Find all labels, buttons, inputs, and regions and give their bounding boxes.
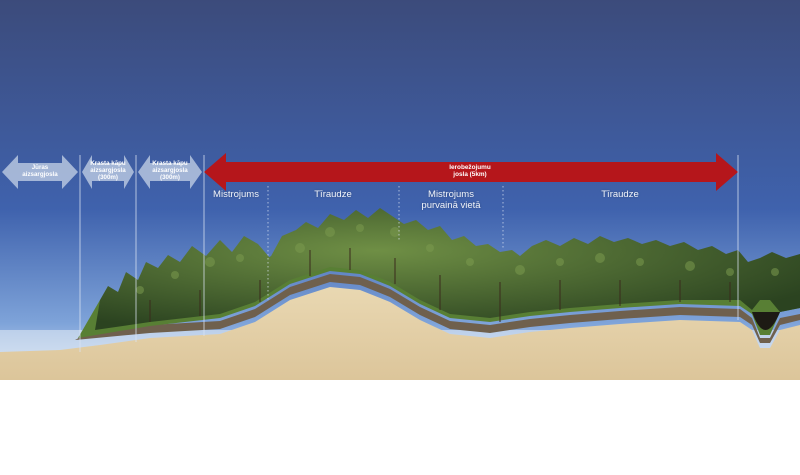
- label-line: josla (5km): [453, 171, 487, 179]
- label-line: Mistrojums: [213, 189, 259, 200]
- label-line: Jūras: [31, 164, 49, 171]
- label-line: Tīraudze: [314, 189, 352, 200]
- arrow-krasta-1: [82, 155, 134, 189]
- sand-dunes: [0, 287, 800, 380]
- zone-tiraudze-2: Tīraudze: [601, 189, 639, 201]
- label-line: (300m): [160, 174, 180, 182]
- zone-mistrojums: Mistrojums: [213, 189, 259, 201]
- label-line: Mistrojums: [428, 189, 474, 200]
- label-line: purvainā vietā: [421, 199, 481, 211]
- label-line: Tīraudze: [601, 189, 639, 200]
- label-line: Krasta kāpu: [90, 160, 126, 167]
- label-line: (300m): [98, 174, 118, 182]
- zone-tiraudze-1: Tīraudze: [314, 189, 352, 201]
- zone-mistrojums-purvaina: Mistrojums purvainā vietā: [421, 189, 481, 212]
- arrow-juras: [2, 155, 78, 189]
- label-krasta-1: Krasta kāpu aizsargjosla (300m): [90, 160, 125, 181]
- label-ierobezojumu-josla: Ierobežojumu josla (5km): [449, 164, 491, 179]
- label-line: aizsargjosla: [22, 171, 58, 179]
- label-line: Ierobežojumu: [449, 164, 491, 171]
- label-line: aizsargjosla: [90, 167, 126, 175]
- label-juras-aizsargjosla: Jūras aizsargjosla: [22, 164, 57, 178]
- forest-canopy: [95, 208, 800, 330]
- label-line: aizsargjosla: [152, 167, 188, 175]
- page-background: [0, 380, 800, 475]
- bog-pit: [752, 312, 780, 330]
- label-line: Krasta kāpu: [152, 160, 188, 167]
- tree-trunks: [149, 248, 731, 322]
- band-separators: [79, 155, 739, 352]
- tree-highlights: [136, 224, 779, 294]
- arrow-ierobezojumu: [204, 153, 738, 191]
- label-krasta-2: Krasta kāpu aizsargjosla (300m): [152, 160, 187, 181]
- arrow-krasta-2: [138, 155, 202, 189]
- zone-separators: [267, 186, 504, 300]
